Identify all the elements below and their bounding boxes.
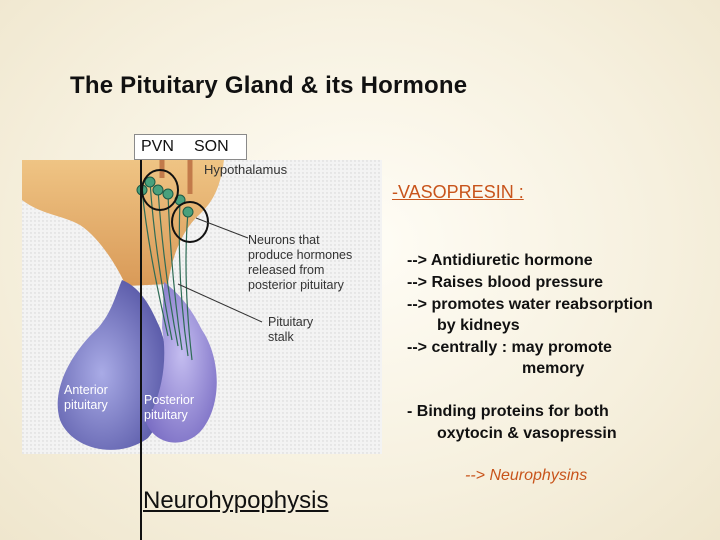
neurons-label: Neurons that produce hormones released f…	[248, 233, 356, 292]
son-circle-marker	[171, 201, 209, 243]
page-title: The Pituitary Gland & its Hormone	[70, 72, 468, 99]
hypothalamus-region	[22, 160, 224, 286]
vertical-divider-line	[140, 160, 142, 540]
posterior-pituitary-label: Posterior pituitary	[144, 393, 198, 422]
anterior-pituitary-label: Anterior pituitary	[64, 383, 111, 412]
pvn-label-box: PVN	[134, 134, 194, 160]
function-line-3-cont: by kidneys	[437, 317, 520, 334]
stalk-leader-line	[177, 283, 263, 323]
vasopressin-heading: -VASOPRESIN :	[392, 182, 524, 202]
function-line-2: --> Raises blood pressure	[407, 274, 604, 291]
stalk-label: Pituitary stalk	[268, 315, 317, 344]
posterior-pituitary-shape	[146, 282, 217, 443]
pituitary-diagram: Hypothalamus Neurons that produce hormon…	[22, 160, 382, 454]
neurons-leader-line	[195, 217, 249, 239]
binding-line-2: oxytocin & vasopressin	[437, 425, 617, 442]
binding-line-1: - Binding proteins for both	[407, 403, 609, 420]
function-line-4-cont: memory	[522, 360, 585, 377]
function-line-4: --> centrally : may promote	[407, 339, 612, 356]
pvn-circle-marker	[141, 169, 179, 211]
neuron-cell-bodies	[136, 176, 194, 218]
hypothalamus-label: Hypothalamus	[204, 162, 288, 177]
son-label-box: SON	[186, 134, 247, 160]
neurophysins-label: --> Neurophysins	[465, 467, 588, 484]
function-line-3: --> promotes water reabsorption	[407, 296, 653, 313]
axon-bundle	[141, 181, 193, 361]
function-line-1: --> Antidiuretic hormone	[407, 252, 593, 269]
neurohypophysis-label: Neurohypophysis	[143, 487, 329, 514]
